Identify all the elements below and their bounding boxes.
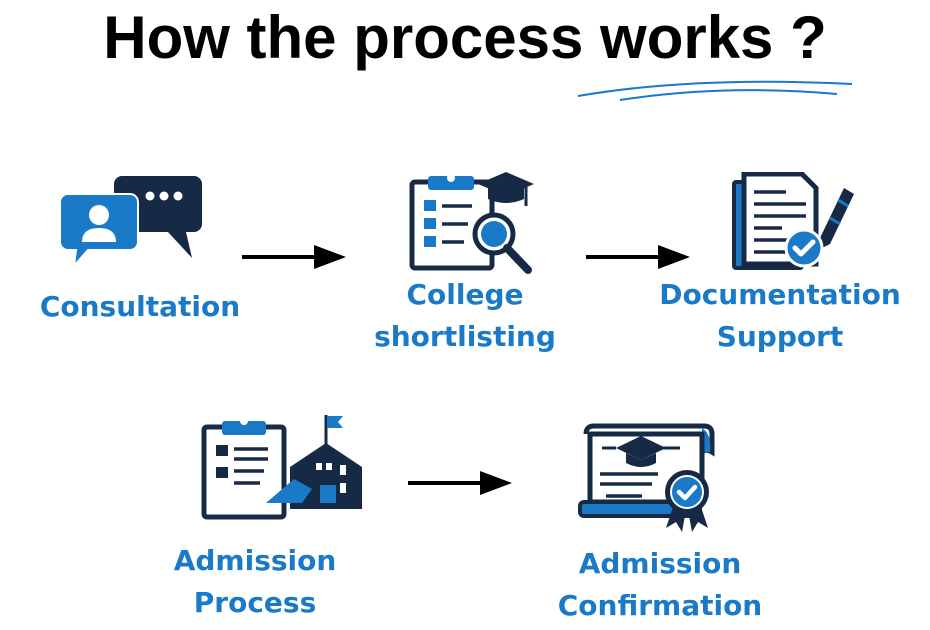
step-admission-confirmation: Admission Confirmation bbox=[540, 543, 780, 627]
title-underline-decoration bbox=[577, 80, 853, 101]
step-label-line2: Process bbox=[193, 586, 317, 619]
arrow-right-icon bbox=[586, 245, 690, 269]
chat-bubbles-icon bbox=[60, 176, 202, 264]
document-pen-check-icon bbox=[732, 172, 854, 270]
step-label-line1: College bbox=[406, 278, 524, 311]
step-label-line1: Admission bbox=[578, 547, 742, 580]
certificate-badge-icon bbox=[578, 423, 715, 532]
step-label-line2: Support bbox=[716, 320, 844, 353]
page-title: How the process works ? bbox=[103, 4, 827, 71]
step-label-line2: Confirmation bbox=[557, 589, 763, 622]
step-label-line1: Documentation bbox=[659, 278, 901, 311]
clipboard-school-building-icon bbox=[201, 415, 362, 520]
arrow-right-icon bbox=[408, 471, 512, 495]
step-admission-process: Admission Process bbox=[150, 540, 360, 624]
step-documentation-support: Documentation Support bbox=[645, 274, 915, 358]
step-label: Consultation bbox=[39, 290, 241, 323]
step-college-shortlisting: College shortlisting bbox=[355, 274, 575, 358]
step-label-line1: Admission bbox=[173, 544, 337, 577]
step-label-line2: shortlisting bbox=[374, 320, 556, 353]
arrow-right-icon bbox=[242, 245, 346, 269]
clipboard-search-grad-cap-icon bbox=[409, 172, 534, 274]
step-consultation: Consultation bbox=[20, 286, 260, 328]
